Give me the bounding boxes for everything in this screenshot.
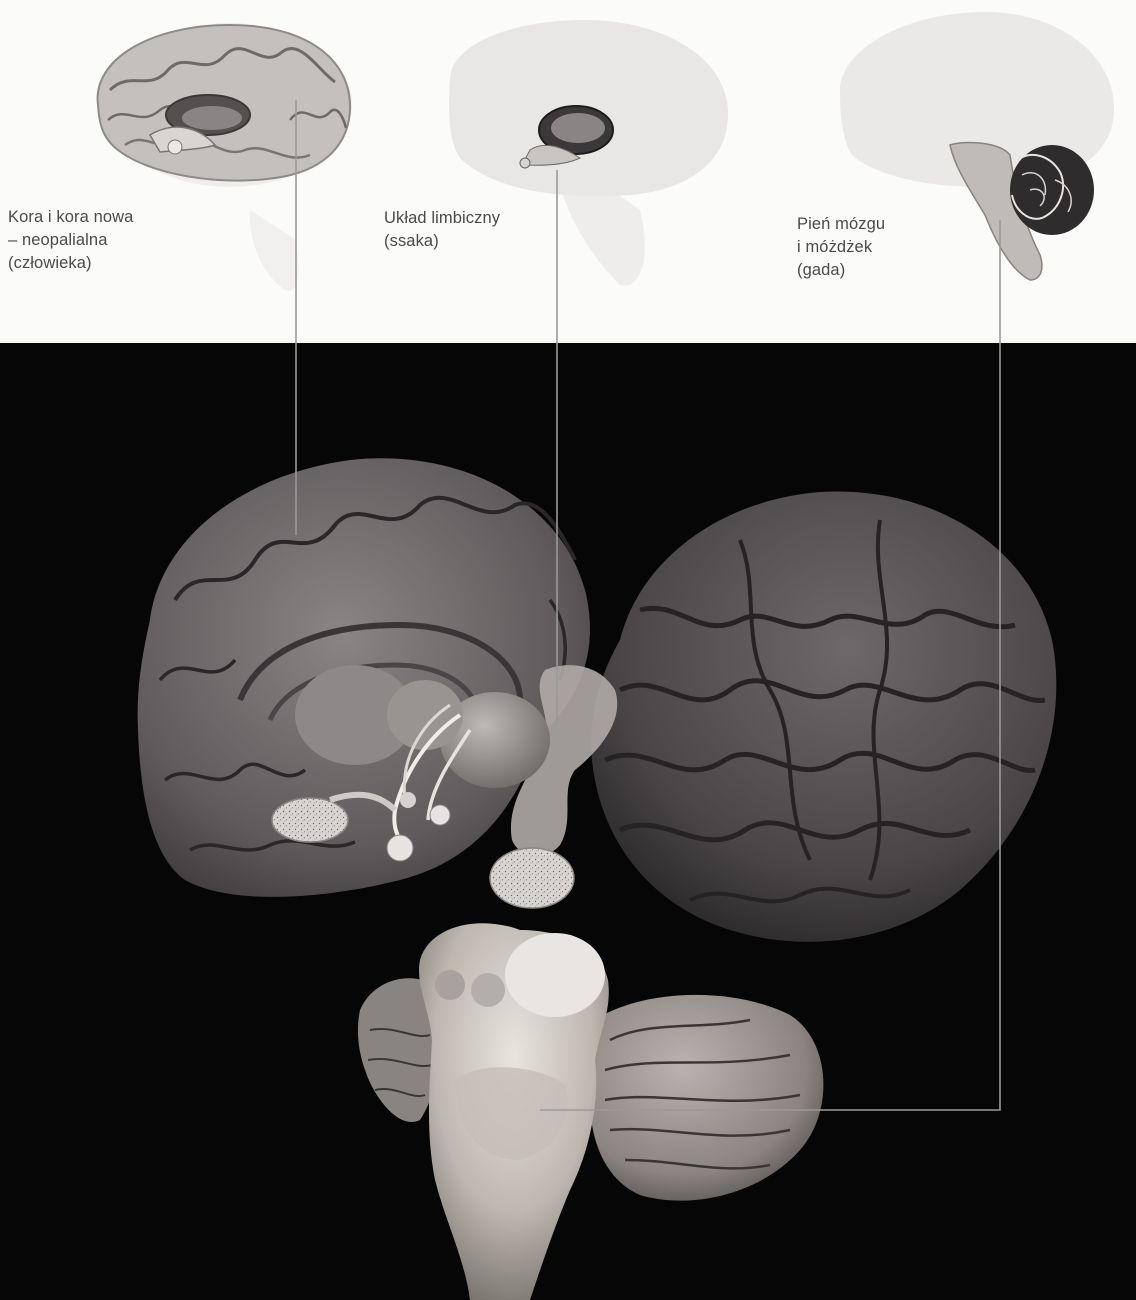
caption-limbic-line2: (ssaka) [384, 230, 500, 253]
caption-cortex-line2: – neopalialna [8, 229, 133, 252]
caption-brainstem-line3: (gada) [797, 259, 885, 282]
caption-cortex-line1: Kora i kora nowa [8, 206, 133, 229]
caption-limbic: Układ limbiczny (ssaka) [384, 207, 500, 253]
caption-brainstem-line1: Pień mózgu [797, 213, 885, 236]
caption-cortex: Kora i kora nowa – neopalialna (człowiek… [8, 206, 133, 275]
caption-brainstem: Pień mózgu i móżdżek (gada) [797, 213, 885, 282]
caption-brainstem-line2: i móżdżek [797, 236, 885, 259]
small-brain-cortex [98, 23, 352, 291]
large-brain-lateral-hemisphere [591, 491, 1056, 941]
large-brainstem-cerebellum [358, 923, 823, 1300]
caption-cortex-line3: (człowieka) [8, 252, 133, 275]
caption-limbic-line1: Układ limbiczny [384, 207, 500, 230]
